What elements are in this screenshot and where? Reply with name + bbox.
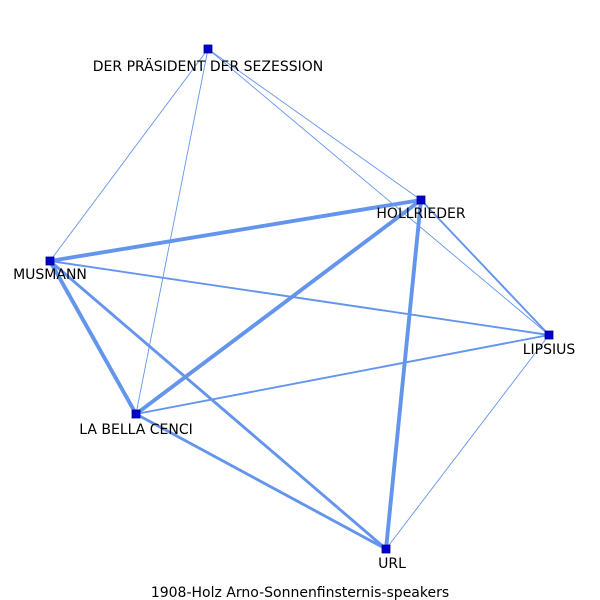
edges-layer	[48, 48, 550, 551]
edge-lipsius-bellacenci	[135, 334, 550, 415]
edge-bellacenci-url	[134, 412, 388, 551]
nodes-layer	[45, 44, 554, 554]
edge-praesident-musmann	[49, 48, 209, 262]
node-url	[381, 544, 391, 554]
edge-praesident-bellacenci	[135, 48, 209, 415]
node-praesident	[203, 44, 213, 54]
node-musmann	[45, 256, 55, 266]
node-label-hollrieder: HOLLRIEDER	[376, 206, 465, 222]
diagram-caption: 1908-Holz Arno-Sonnenfinsternis-speakers	[151, 585, 449, 600]
edge-musmann-lipsius	[49, 260, 550, 336]
node-label-url: URL	[378, 556, 406, 572]
node-label-bellacenci: LA BELLA CENCI	[79, 422, 193, 438]
edge-praesident-hollrieder	[207, 48, 422, 201]
edge-praesident-lipsius	[207, 48, 550, 336]
labels-layer: DER PRÄSIDENT DER SEZESSION HOLLRIEDER MUS…	[13, 57, 575, 572]
node-label-lipsius: LIPSIUS	[523, 342, 576, 358]
edge-hollrieder-url	[384, 198, 423, 551]
node-label-praesident: DER PRÄSIDENT DER SEZESSION	[93, 57, 323, 75]
edge-musmann-hollrieder	[48, 198, 423, 263]
edge-lipsius-url	[385, 334, 550, 550]
edge-hollrieder-lipsius	[420, 199, 550, 336]
node-lipsius	[544, 330, 554, 340]
node-bellacenci	[131, 409, 141, 419]
node-hollrieder	[416, 195, 426, 205]
edge-musmann-url	[48, 259, 388, 551]
edge-hollrieder-bellacenci	[134, 198, 423, 416]
edge-musmann-bellacenci	[48, 259, 138, 416]
node-label-musmann: MUSMANN	[13, 267, 87, 283]
